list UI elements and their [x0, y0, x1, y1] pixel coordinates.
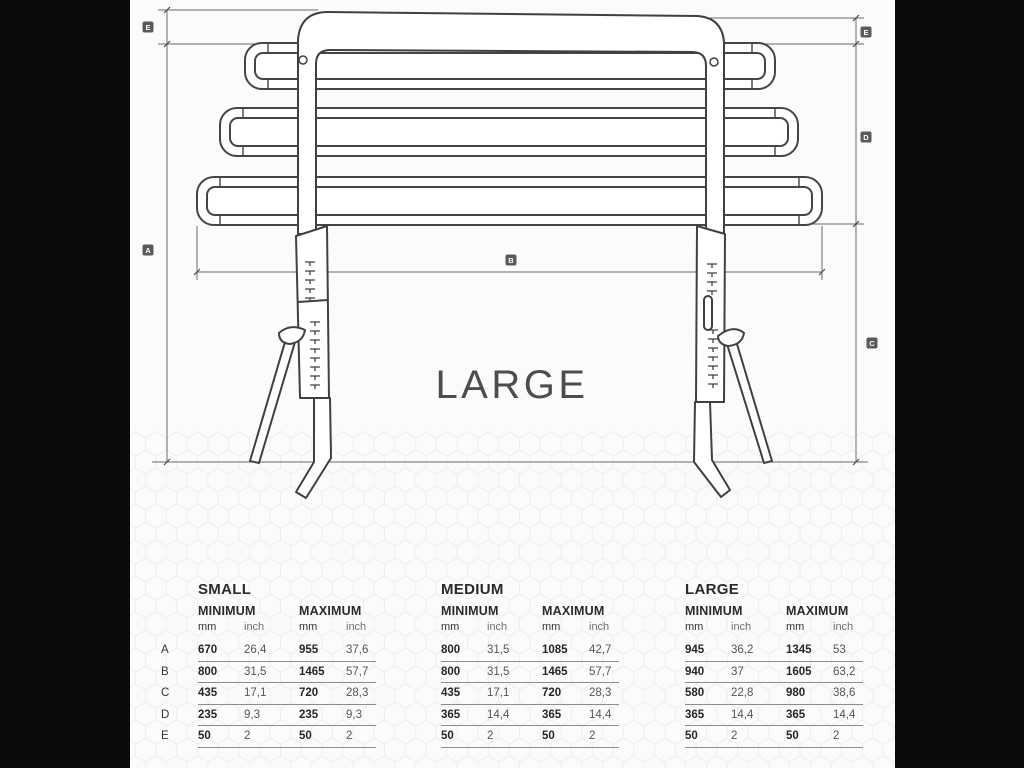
tick	[852, 14, 860, 22]
drying-rails	[196, 42, 823, 226]
rail-tier-top-inner	[254, 52, 766, 80]
dimension-badge-a: A	[142, 244, 154, 256]
left-leg	[249, 225, 332, 499]
tick	[163, 6, 171, 14]
badge-letter: A	[145, 246, 151, 255]
badge-letter: C	[869, 339, 875, 348]
badge-letter: B	[508, 256, 514, 265]
tick	[852, 40, 860, 48]
rail-tier-bottom	[196, 176, 823, 226]
dimension-badge-d: D	[860, 131, 872, 143]
badge-box	[505, 254, 517, 266]
tick	[193, 268, 201, 276]
dimension-badge-b: B	[505, 254, 517, 266]
size-title: LARGE	[435, 363, 588, 407]
rail-tier-middle	[219, 107, 799, 157]
rail-tier-top	[244, 42, 776, 90]
screw-left	[298, 55, 308, 65]
right-strut-clip	[717, 328, 745, 347]
left-strut-clip	[278, 326, 306, 345]
tick	[818, 268, 826, 276]
badge-letter: D	[863, 133, 869, 142]
right-ratchet-teeth	[707, 263, 718, 388]
badge-box	[142, 244, 154, 256]
right-leg	[693, 225, 773, 498]
rail-joint-marks	[219, 43, 800, 225]
left-sleeve-collar	[297, 299, 329, 303]
tick	[163, 40, 171, 48]
dimension-ticks	[163, 6, 860, 466]
dimension-badge-e-left: E	[142, 21, 154, 33]
left-adjustable-tube	[295, 225, 330, 399]
tick	[852, 220, 860, 228]
tick	[163, 458, 171, 466]
hexagon-background	[130, 430, 895, 768]
tick	[852, 458, 860, 466]
dimension-badge-c: C	[866, 337, 878, 349]
screw-right	[709, 57, 719, 67]
dimension-badge-e-right: E	[860, 26, 872, 38]
left-ratchet-teeth	[305, 261, 320, 389]
badge-letter: E	[145, 23, 150, 32]
badge-box	[860, 26, 872, 38]
frame-screws	[298, 55, 719, 67]
right-sleeve-slot	[703, 295, 713, 331]
badge-box	[860, 131, 872, 143]
badge-letter: E	[863, 28, 868, 37]
left-foot	[295, 397, 332, 499]
rail-tier-middle-inner	[229, 117, 789, 147]
badge-box	[866, 337, 878, 349]
badge-box	[142, 21, 154, 33]
rail-tier-bottom-inner	[206, 186, 813, 216]
right-foot	[693, 401, 731, 498]
